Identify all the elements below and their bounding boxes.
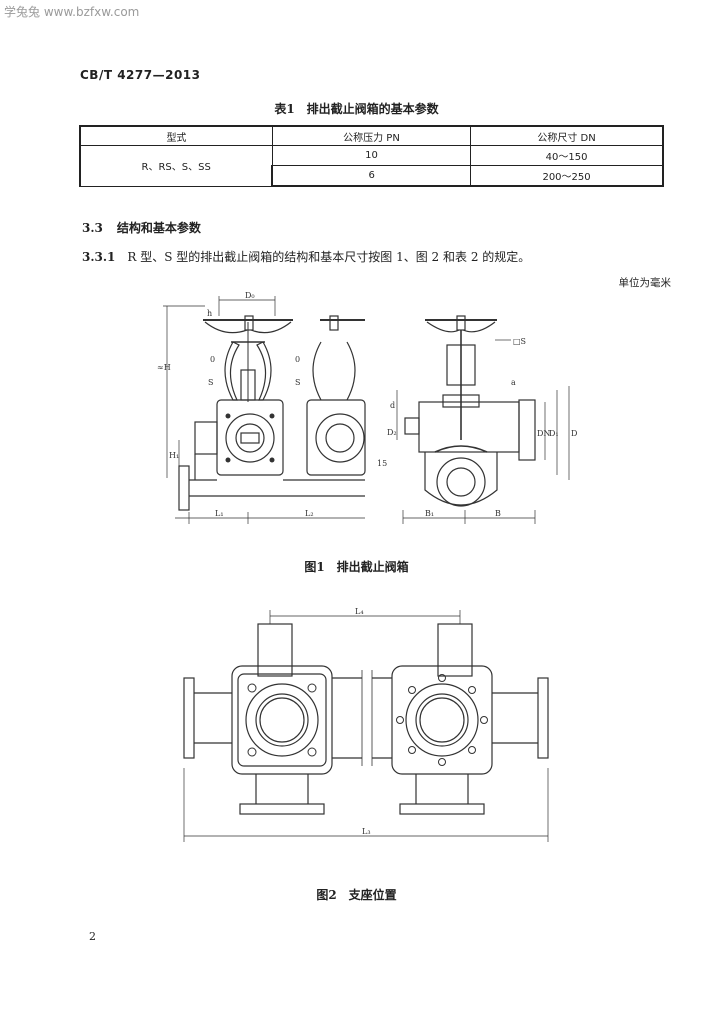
dim-d-label: d (390, 401, 395, 410)
dn-cell: 200～250 (470, 165, 665, 187)
figure1-drawing: D₀ h 0 0 S S ≈H H₁ L₁ L₂ □S a d D₂ DN D₁… (157, 291, 577, 524)
type-cell: R、RS、S、SS (78, 145, 273, 187)
standard-number: CB/T 4277—2013 (80, 68, 201, 82)
dim-l4-label: L₄ (355, 608, 364, 616)
table-row: R、RS、S、SS 10 40～150 (78, 145, 665, 187)
table1-title: 表1 排出截止阀箱的基本参数 (274, 102, 439, 116)
label-s-right: S (295, 378, 300, 387)
table1: 型式 公称压力 PN 公称尺寸 DN R、RS、S、SS 10 40～150 6… (78, 125, 665, 187)
column-header-type: 型式 (78, 125, 273, 146)
dim-15-label: 15 (377, 459, 387, 468)
dim-hmax-label: ≈H (157, 363, 171, 372)
table1-header-row: 型式 公称压力 PN 公称尺寸 DN (78, 125, 665, 146)
pn-cell: 6 (271, 165, 472, 187)
dim-l3-label: L₃ (362, 827, 371, 836)
dim-l2-label: L₂ (305, 509, 314, 518)
pn-cell: 10 (271, 145, 472, 166)
table-row: 6 200～250 (80, 165, 665, 187)
dim-b1-label: B₁ (425, 509, 434, 518)
dim-d2-label: D₂ (387, 428, 397, 437)
dim-d1-label: D₁ (549, 429, 559, 438)
dn-cell: 40～150 (470, 145, 665, 166)
dim-l1-label: L₁ (215, 509, 224, 518)
dim-d0-label: D₀ (245, 291, 255, 300)
dim-h1-label: H₁ (169, 451, 179, 460)
column-header-pn: 公称压力 PN (271, 125, 472, 146)
section-title: 结构和基本参数 (116, 221, 201, 235)
label-o-right: 0 (295, 355, 300, 364)
page-number: 2 (89, 930, 96, 943)
dim-b-label: B (495, 509, 501, 518)
label-s-left: S (208, 378, 213, 387)
dim-h-label: h (207, 309, 212, 318)
dim-dd-label: D (571, 429, 577, 438)
label-o-left: 0 (210, 355, 215, 364)
figure2-drawing: L₄ L₃ (183, 608, 549, 842)
dim-sq-label: □S (513, 337, 526, 346)
dim-a-label: a (511, 378, 516, 387)
clause-text: R 型、S 型的排出截止阀箱的结构和基本尺寸按图 1、图 2 和表 2 的规定。 (127, 250, 531, 264)
clause-paragraph: 3.3.1 R 型、S 型的排出截止阀箱的结构和基本尺寸按图 1、图 2 和表 2… (82, 248, 530, 265)
dim-dn-label: DN (537, 429, 550, 438)
watermark-text: 学兔兔 www.bzfxw.com (4, 5, 140, 19)
unit-note: 单位为毫米 (618, 277, 672, 289)
figure1-caption: 图1 排出截止阀箱 (304, 560, 409, 574)
figure2-caption: 图2 支座位置 (316, 888, 397, 902)
handwheel-left (203, 315, 293, 334)
section-heading: 3.3 结构和基本参数 (82, 219, 201, 236)
clause-number: 3.3.1 (82, 250, 116, 264)
section-view (404, 315, 536, 507)
column-header-dn: 公称尺寸 DN (470, 125, 665, 146)
section-number: 3.3 (82, 221, 103, 235)
